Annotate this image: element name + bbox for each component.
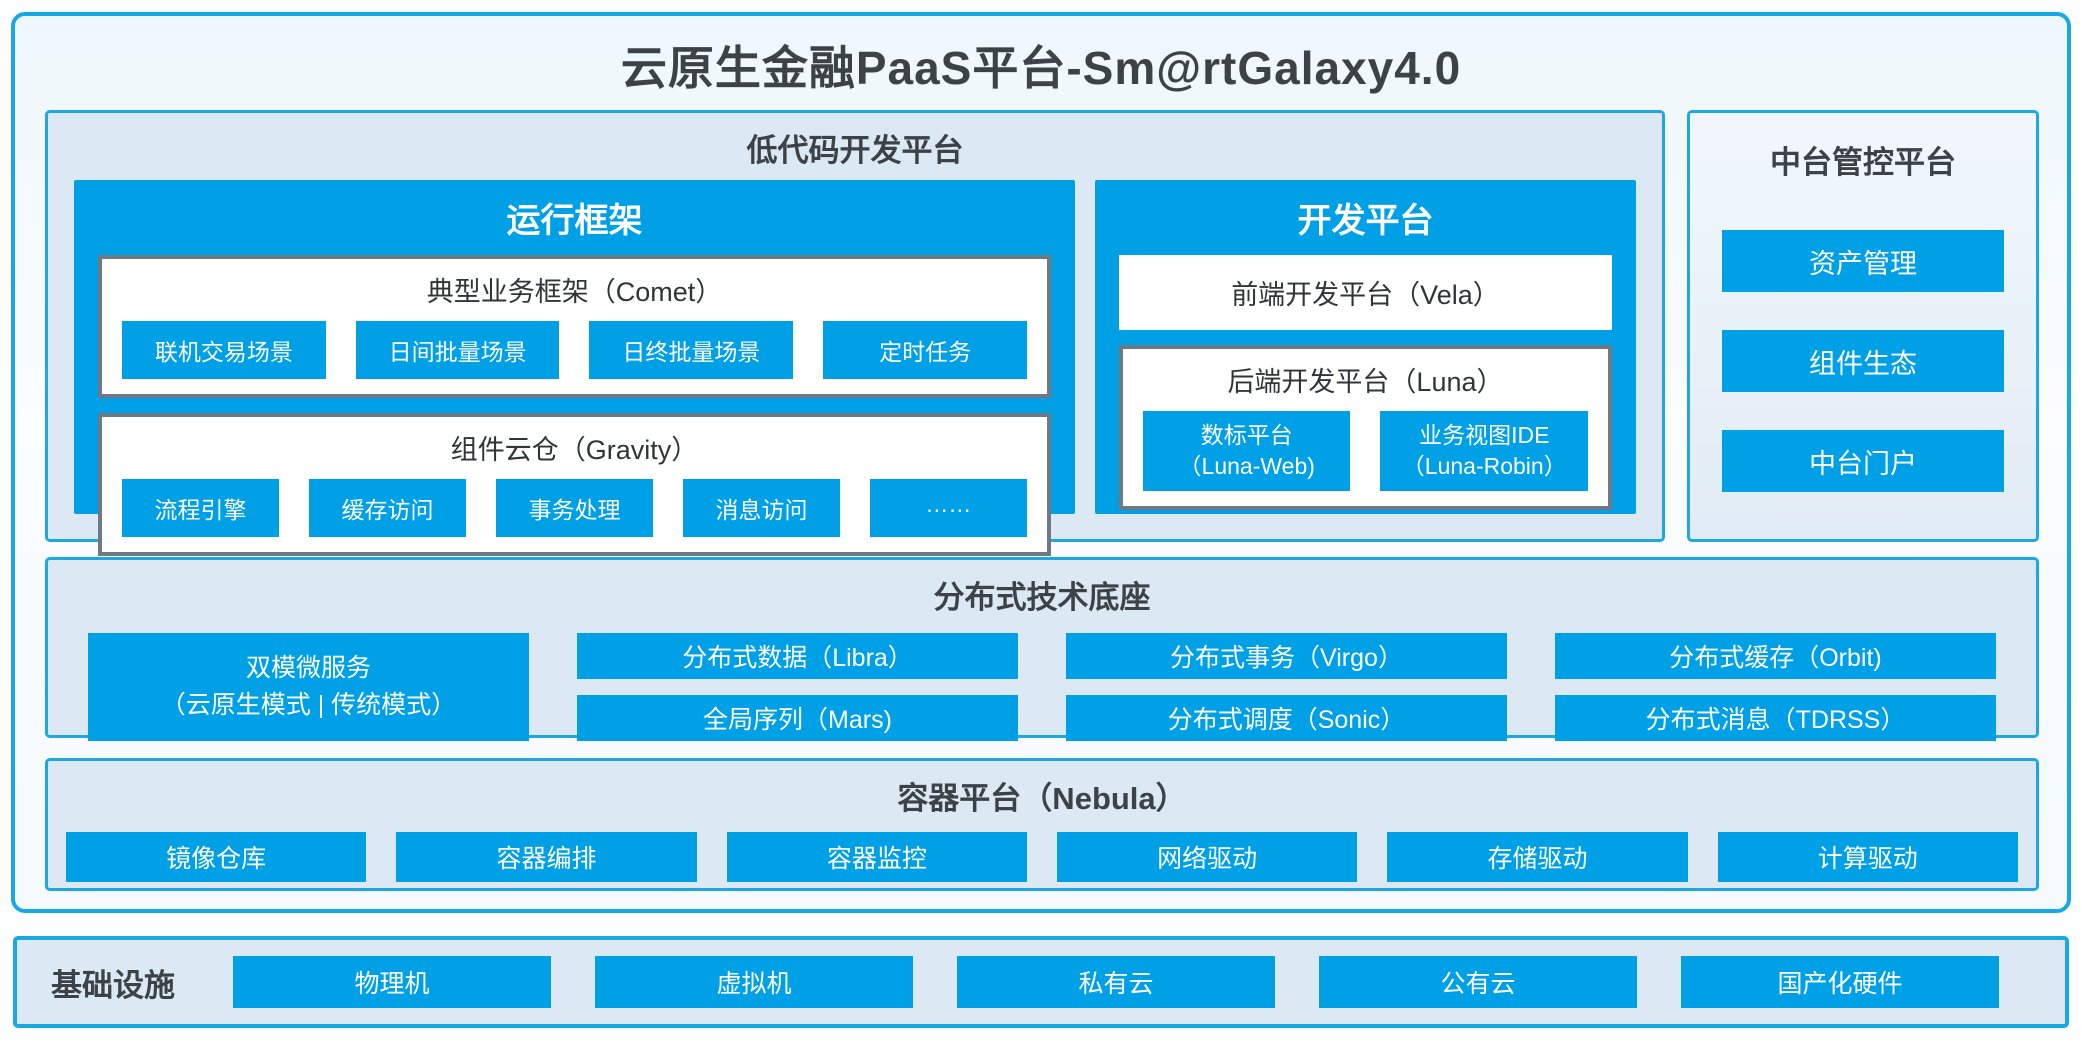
gravity-chip: 事务处理 (495, 479, 653, 537)
top-row: 低代码开发平台 运行框架 典型业务框架（Comet） 联机交易场景 日间批量场景… (45, 110, 2039, 556)
physical-machine-chip: 物理机 (233, 956, 551, 1008)
container-orchestration-chip: 容器编排 (396, 832, 697, 882)
mid-platform-item-portal: 中台门户 (1722, 430, 2004, 492)
comet-chip: 联机交易场景 (122, 321, 326, 379)
domestic-hardware-chip: 国产化硬件 (1681, 956, 1999, 1008)
platform-diagram: 云原生金融PaaS平台-Sm@rtGalaxy4.0 低代码开发平台 运行框架 … (11, 12, 2071, 913)
gravity-warehouse-box: 组件云仓（Gravity） 流程引擎 缓存访问 事务处理 消息访问 …… (98, 413, 1051, 556)
dev-platform-title: 开发平台 (1297, 202, 1434, 240)
lowcode-platform-section: 低代码开发平台 运行框架 典型业务框架（Comet） 联机交易场景 日间批量场景… (45, 110, 1665, 556)
comet-chip: 日终批量场景 (589, 321, 794, 379)
comet-chip: 日间批量场景 (355, 321, 560, 379)
compute-driver-chip: 计算驱动 (1717, 832, 2018, 882)
global-sequence-chip: 全局序列（Mars) (577, 695, 1018, 741)
luna-robin-chip-line1: 业务视图IDE (1419, 422, 1550, 448)
mid-platform-title: 中台管控平台 (1770, 145, 1956, 180)
private-cloud-chip: 私有云 (957, 956, 1275, 1008)
distributed-cache-chip: 分布式缓存（Orbit) (1555, 633, 1996, 679)
luna-web-chip-line2: （Luna-Web) (1178, 453, 1315, 480)
virtual-machine-chip: 虚拟机 (595, 956, 913, 1008)
distributed-base-section: 分布式技术底座 双模微服务 （云原生模式 | 传统模式） 分布式数据（Libra… (45, 557, 2039, 741)
distributed-message-chip: 分布式消息（TDRSS） (1555, 695, 1996, 741)
storage-driver-chip: 存储驱动 (1387, 832, 1688, 882)
comet-framework-title: 典型业务框架（Comet） (426, 277, 723, 307)
dual-mode-line1: 双模微服务 (245, 653, 371, 682)
distributed-column: 双模微服务 （云原生模式 | 传统模式） (88, 633, 529, 741)
luna-robin-chip: 业务视图IDE （Luna-Robin） (1380, 411, 1589, 492)
distributed-scheduler-chip: 分布式调度（Sonic） (1066, 695, 1507, 741)
distributed-column: 分布式事务（Virgo） 分布式调度（Sonic） (1066, 633, 1507, 741)
distributed-column: 分布式数据（Libra） 全局序列（Mars) (577, 633, 1018, 741)
luna-web-chip-line1: 数标平台 (1200, 422, 1293, 448)
mid-platform-section: 中台管控平台 资产管理 组件生态 中台门户 (1687, 110, 2039, 542)
distributed-data-chip: 分布式数据（Libra） (577, 633, 1018, 679)
container-monitoring-chip: 容器监控 (726, 832, 1027, 882)
luna-web-chip: 数标平台 （Luna-Web) (1142, 411, 1351, 492)
comet-chip: 定时任务 (823, 321, 1027, 379)
runtime-framework-title: 运行框架 (506, 202, 643, 240)
container-platform-section: 容器平台（Nebula） 镜像仓库 容器编排 容器监控 网络驱动 存储驱动 计算… (45, 758, 2039, 891)
image-registry-chip: 镜像仓库 (66, 832, 367, 882)
comet-chip-row: 联机交易场景 日间批量场景 日终批量场景 定时任务 (122, 321, 1027, 379)
gravity-chip: 消息访问 (682, 479, 840, 537)
gravity-chip-more: …… (869, 479, 1027, 537)
dev-platform-card: 开发平台 前端开发平台（Vela） 后端开发平台（Luna） 数标平台 （Lun… (1094, 180, 1636, 514)
mid-platform-item-asset-management: 资产管理 (1722, 230, 2004, 292)
network-driver-chip: 网络驱动 (1056, 832, 1358, 882)
infrastructure-section: 基础设施 物理机 虚拟机 私有云 公有云 国产化硬件 (13, 936, 2069, 1028)
gravity-chip-row: 流程引擎 缓存访问 事务处理 消息访问 …… (122, 479, 1027, 537)
distributed-base-title: 分布式技术底座 (933, 580, 1151, 615)
distributed-transaction-chip: 分布式事务（Virgo） (1066, 633, 1507, 679)
distributed-grid: 双模微服务 （云原生模式 | 传统模式） 分布式数据（Libra） 全局序列（M… (48, 627, 2036, 741)
container-platform-title: 容器平台（Nebula） (897, 781, 1187, 816)
lowcode-cards: 运行框架 典型业务框架（Comet） 联机交易场景 日间批量场景 日终批量场景 … (48, 180, 1662, 556)
luna-backend-box: 后端开发平台（Luna） 数标平台 （Luna-Web) 业务视图IDE （Lu… (1118, 345, 1612, 511)
gravity-warehouse-title: 组件云仓（Gravity） (450, 435, 699, 465)
luna-chip-row: 数标平台 （Luna-Web) 业务视图IDE （Luna-Robin） (1142, 411, 1589, 492)
page-title: 云原生金融PaaS平台-Sm@rtGalaxy4.0 (620, 42, 1462, 94)
gravity-chip: 流程引擎 (122, 479, 279, 537)
luna-robin-chip-line2: （Luna-Robin） (1401, 453, 1567, 480)
gravity-chip: 缓存访问 (308, 479, 466, 537)
dual-mode-microservice-box: 双模微服务 （云原生模式 | 传统模式） (88, 633, 529, 741)
lowcode-section-title: 低代码开发平台 (746, 133, 964, 168)
runtime-framework-card: 运行框架 典型业务框架（Comet） 联机交易场景 日间批量场景 日终批量场景 … (74, 180, 1075, 556)
container-chip-row: 镜像仓库 容器编排 容器监控 网络驱动 存储驱动 计算驱动 (48, 828, 2036, 882)
luna-backend-title: 后端开发平台（Luna） (1227, 367, 1504, 397)
public-cloud-chip: 公有云 (1319, 956, 1637, 1008)
mid-platform-item-component-ecosystem: 组件生态 (1722, 330, 2004, 392)
infrastructure-label: 基础设施 (51, 967, 175, 1003)
dual-mode-line2: （云原生模式 | 传统模式） (160, 691, 457, 719)
comet-framework-box: 典型业务框架（Comet） 联机交易场景 日间批量场景 日终批量场景 定时任务 (98, 255, 1051, 398)
distributed-column: 分布式缓存（Orbit) 分布式消息（TDRSS） (1555, 633, 1996, 741)
vela-frontend-box: 前端开发平台（Vela） (1118, 255, 1612, 330)
